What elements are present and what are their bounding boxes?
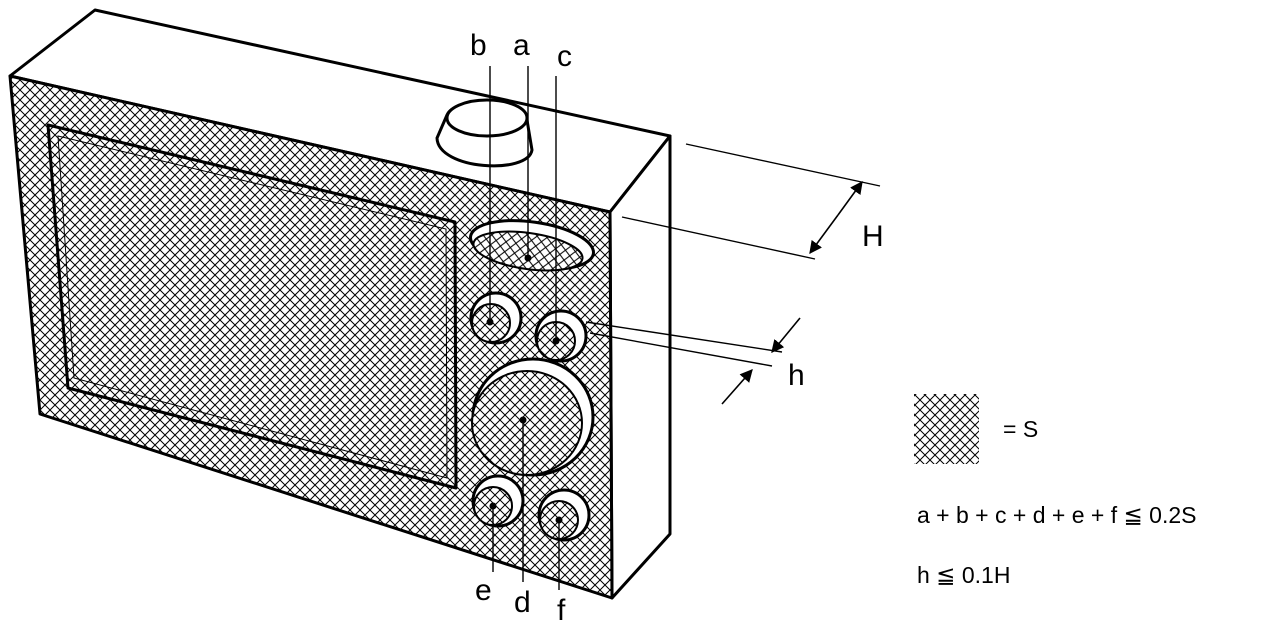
label-h: h xyxy=(788,359,805,392)
leader-lines xyxy=(486,66,563,590)
dimension-h xyxy=(585,317,801,405)
control-f xyxy=(537,488,591,542)
condition-area: a + b + c + d + e + f ≦ 0.2S xyxy=(917,502,1196,528)
control-d xyxy=(471,357,595,477)
dimension-H xyxy=(621,143,881,260)
control-b xyxy=(469,291,523,345)
control-c xyxy=(534,309,588,363)
legend: = S a + b + c + d + e + f ≦ 0.2S h ≦ 0.1… xyxy=(914,394,1196,588)
camera-side-face xyxy=(608,134,672,600)
shutter-button xyxy=(435,98,534,168)
legend-hatch-swatch xyxy=(914,394,979,464)
label-H: H xyxy=(862,220,884,253)
label-b: b xyxy=(470,29,487,62)
camera-screen-inner xyxy=(57,135,448,479)
label-e: e xyxy=(475,574,492,607)
camera-screen xyxy=(46,123,458,490)
legend-equals-s: = S xyxy=(1003,416,1038,442)
control-e xyxy=(471,474,525,528)
label-d: d xyxy=(514,586,531,619)
label-f: f xyxy=(557,594,566,623)
label-c: c xyxy=(557,40,572,73)
camera-body xyxy=(8,8,672,600)
label-a: a xyxy=(513,29,530,62)
condition-height: h ≦ 0.1H xyxy=(917,562,1010,588)
